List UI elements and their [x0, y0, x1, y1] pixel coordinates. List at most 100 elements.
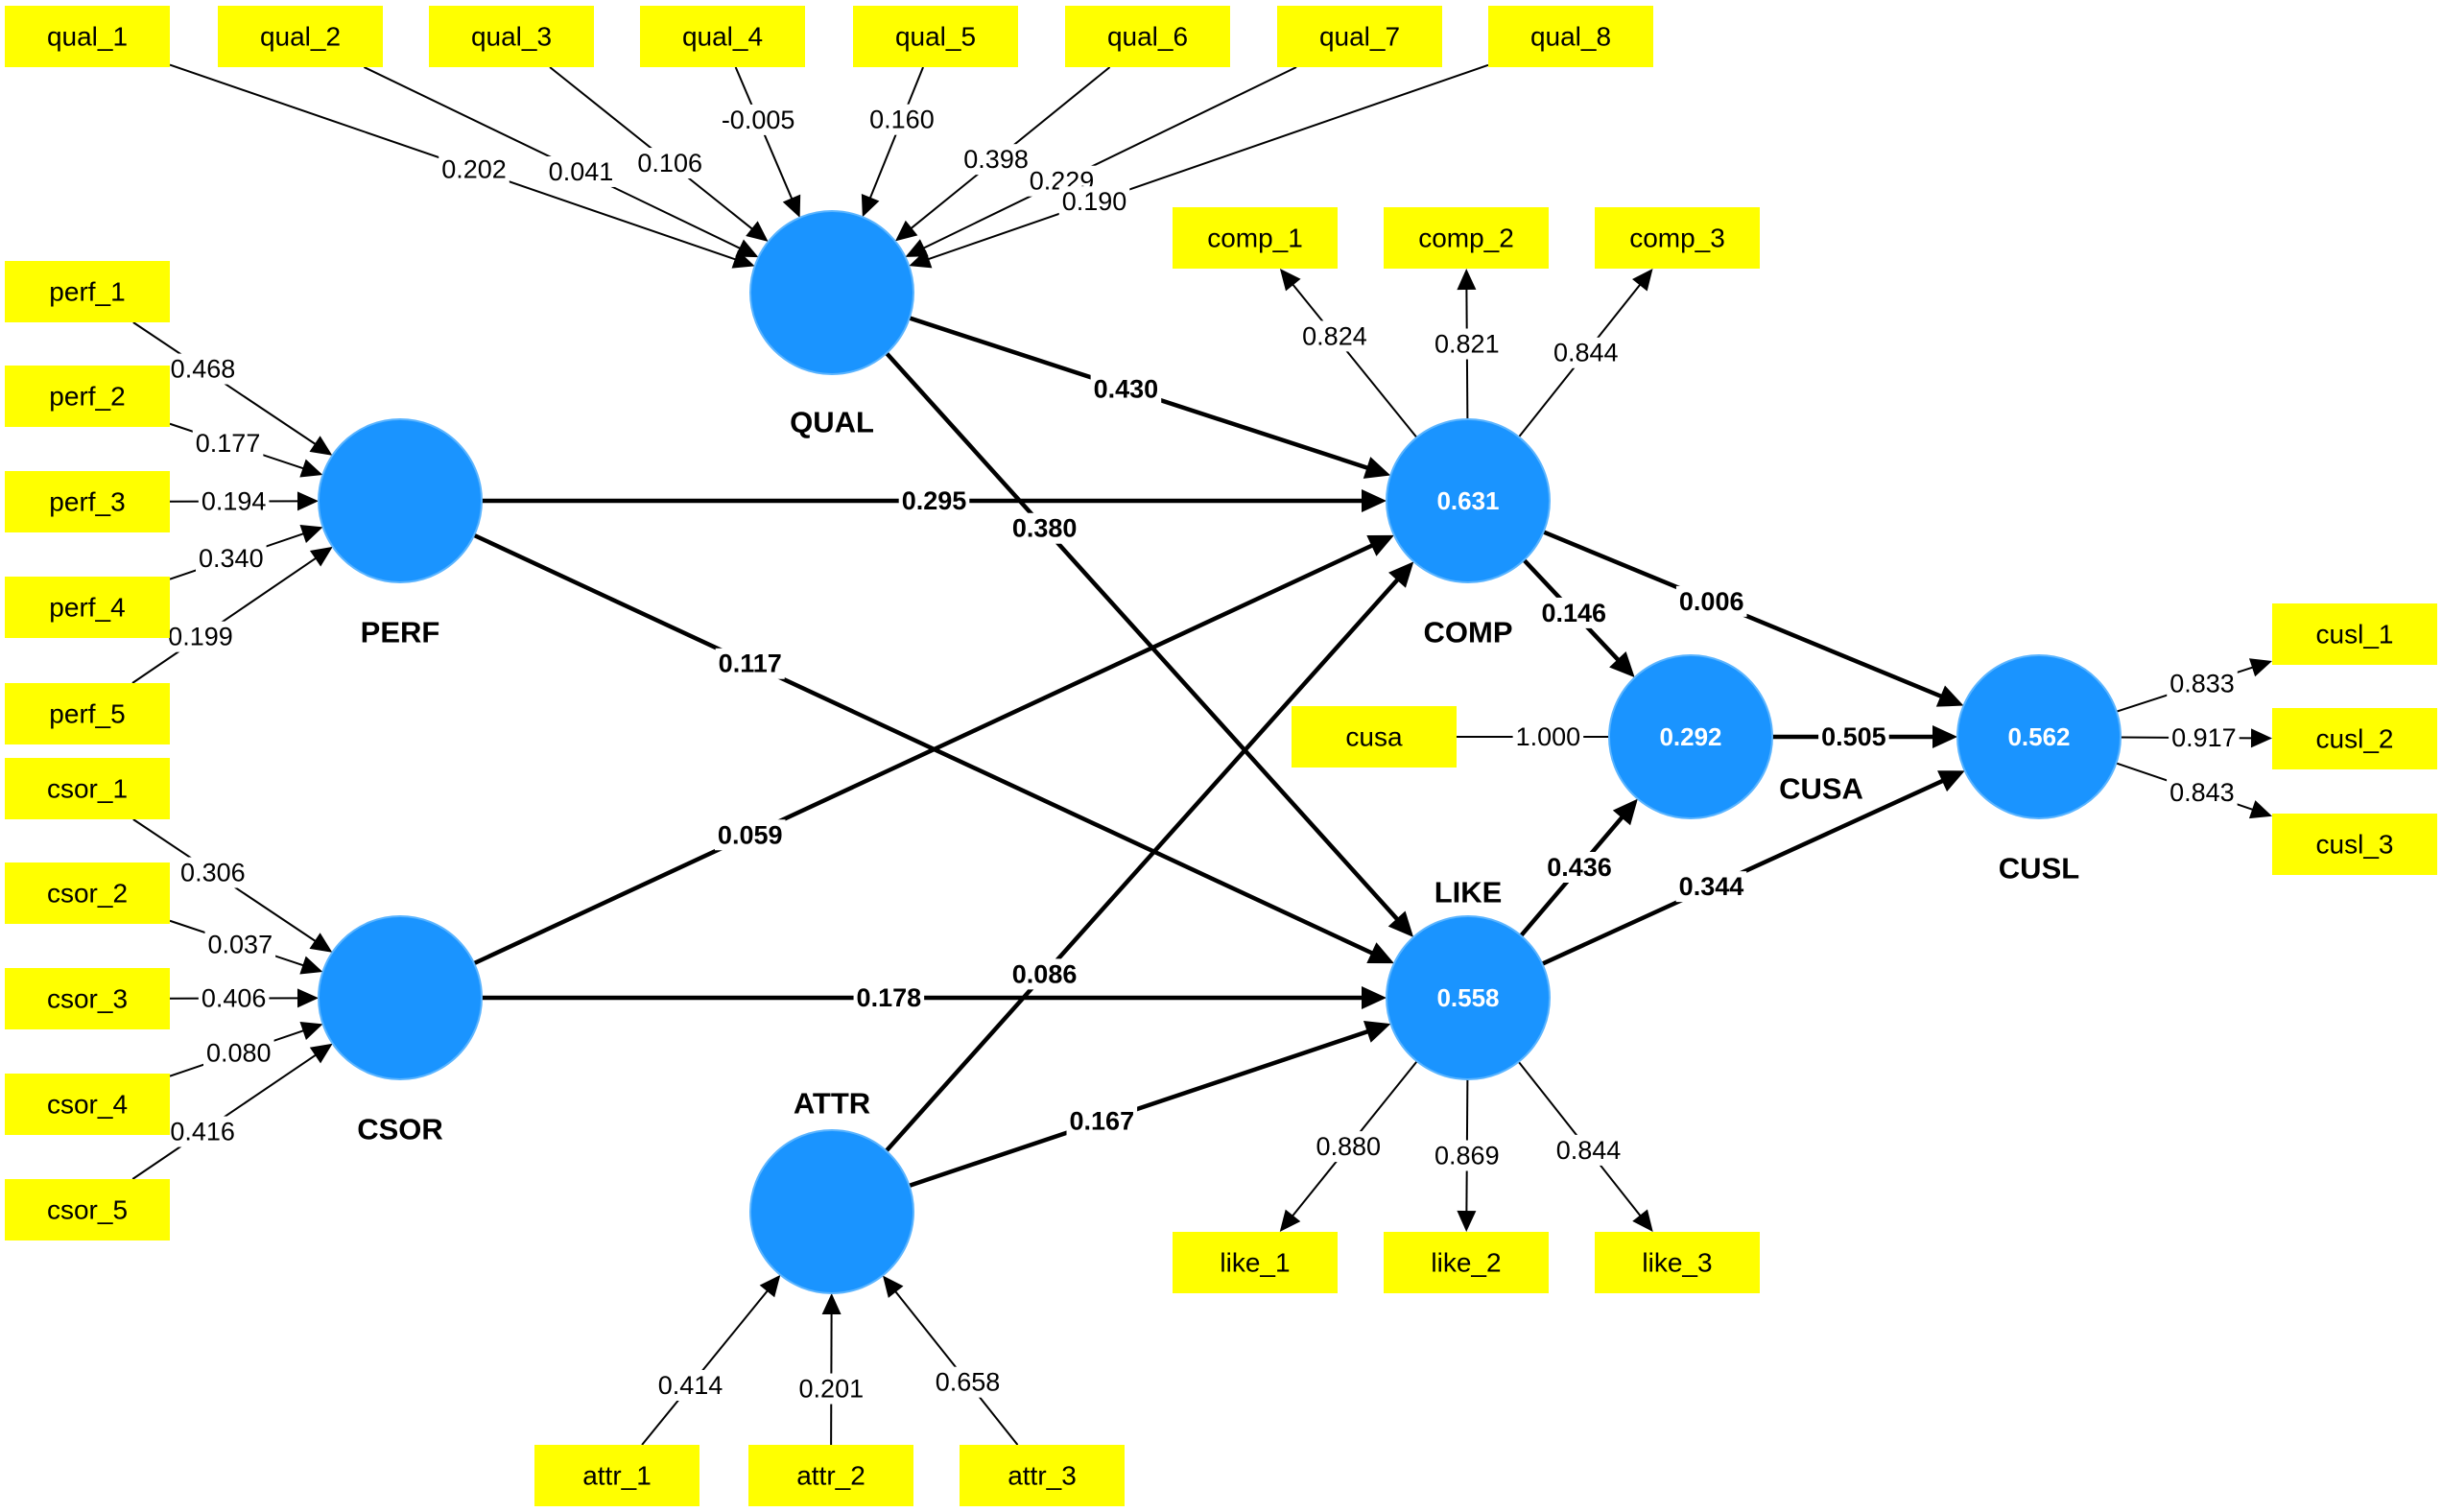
latent-circle	[1956, 654, 2122, 819]
indicator-csor_5[interactable]: csor_5	[5, 1179, 170, 1240]
weight-label-like_1-background	[1313, 1131, 1385, 1163]
weight-label-qual_8-group: 0.190	[1058, 186, 1130, 218]
edge-LIKE-like_1-arrowhead	[1279, 1209, 1301, 1232]
weight-label-like_3-group: 0.844	[1553, 1134, 1624, 1166]
edge-COMP-comp_1-arrowhead	[1279, 269, 1301, 292]
edge-perf_2-PERF-arrowhead	[299, 459, 323, 478]
indicator-box	[960, 1445, 1125, 1506]
indicator-cusl_1[interactable]: cusl_1	[2272, 603, 2437, 665]
latent-qual[interactable]: QUAL	[749, 210, 914, 439]
path-coefficient-PERF-LIKE: 0.117	[719, 650, 782, 678]
indicator-perf_4[interactable]: perf_4	[5, 577, 170, 638]
indicator-csor_2[interactable]: csor_2	[5, 862, 170, 924]
indicator-label: cusl_2	[2316, 724, 2394, 754]
path-coefficient-CSOR-COMP-group: 0.059	[714, 819, 786, 851]
edge-csor_3-CSOR-arrowhead	[296, 988, 320, 1008]
indicator-box	[5, 1074, 170, 1135]
path-coefficient-ATTR-COMP-group: 0.086	[1008, 958, 1080, 990]
path-coefficient-LIKE-CUSA: 0.436	[1547, 853, 1612, 882]
indicator-perf_3[interactable]: perf_3	[5, 471, 170, 532]
indicator-perf_1[interactable]: perf_1	[5, 261, 170, 322]
path-coefficient-PERF-COMP-background	[898, 485, 970, 516]
weight-label-attr_2-group: 0.201	[795, 1373, 867, 1405]
weight-label-csor_5-background	[167, 1116, 238, 1147]
indicator-label: perf_3	[49, 487, 125, 517]
indicator-box	[5, 862, 170, 924]
path-coefficient-CUSA-CUSL-group: 0.505	[1818, 721, 1889, 752]
weight-label-qual_8: 0.190	[1062, 187, 1127, 216]
indicator-cusa[interactable]: cusa	[1292, 706, 1457, 768]
indicator-csor_4[interactable]: csor_4	[5, 1074, 170, 1135]
weight-label-perf_4: 0.340	[199, 544, 264, 573]
edge-perf_5-PERF	[131, 556, 318, 684]
indicator-attr_2[interactable]: attr_2	[748, 1445, 913, 1506]
indicator-qual_1[interactable]: qual_1	[5, 6, 170, 67]
latent-attr[interactable]: ATTR	[749, 1087, 914, 1294]
latent-circle	[318, 418, 483, 583]
indicator-comp_2[interactable]: comp_2	[1384, 207, 1549, 269]
path-COMP-CUSL-arrowhead	[1935, 685, 1964, 707]
nodes-layer: qual_1 qual_2 qual_3 qual_4 qual_5 qual_6 qual…	[5, 6, 2437, 1506]
path-coefficient-QUAL-COMP-background	[1090, 373, 1162, 405]
weight-label-qual_2-group: 0.041	[545, 155, 617, 187]
indicator-perf_5[interactable]: perf_5	[5, 683, 170, 744]
indicator-like_1[interactable]: like_1	[1173, 1232, 1338, 1293]
indicator-qual_6[interactable]: qual_6	[1065, 6, 1230, 67]
weight-label-csor_4-group: 0.080	[203, 1037, 274, 1069]
path-coefficient-ATTR-COMP-background	[1008, 958, 1080, 990]
indicator-comp_1[interactable]: comp_1	[1173, 207, 1338, 269]
indicator-qual_4[interactable]: qual_4	[640, 6, 805, 67]
path-coefficient-COMP-CUSA-group: 0.146	[1538, 597, 1610, 628]
weight-label-csor_3-background	[198, 982, 270, 1014]
path-coefficient-CSOR-LIKE: 0.178	[857, 983, 922, 1012]
path-LIKE-CUSA-arrowhead	[1612, 798, 1638, 826]
indicator-comp_3[interactable]: comp_3	[1595, 207, 1760, 269]
edge-COMP-comp_1	[1291, 282, 1418, 438]
path-coefficient-COMP-CUSL-group: 0.006	[1675, 585, 1747, 617]
latent-name: CSOR	[357, 1113, 443, 1146]
indicator-qual_3[interactable]: qual_3	[429, 6, 594, 67]
indicator-perf_2[interactable]: perf_2	[5, 366, 170, 427]
indicator-qual_5[interactable]: qual_5	[853, 6, 1018, 67]
weight-label-qual_4: -0.005	[722, 106, 795, 134]
indicator-csor_1[interactable]: csor_1	[5, 758, 170, 819]
indicator-label: comp_3	[1629, 224, 1725, 253]
weight-label-cusl_2-background	[2169, 722, 2240, 754]
weight-label-qual_4-background	[718, 104, 798, 135]
weight-label-perf_3-background	[198, 485, 270, 517]
indicator-qual_2[interactable]: qual_2	[218, 6, 383, 67]
indicator-label: attr_2	[796, 1461, 865, 1491]
indicator-csor_3[interactable]: csor_3	[5, 968, 170, 1029]
latent-perf[interactable]: PERF	[318, 418, 483, 650]
indicator-cusl_2[interactable]: cusl_2	[2272, 708, 2437, 769]
indicator-label: comp_1	[1207, 224, 1303, 253]
path-coefficient-ATTR-LIKE-group: 0.167	[1066, 1105, 1138, 1137]
indicator-attr_3[interactable]: attr_3	[960, 1445, 1125, 1506]
edge-perf_1-PERF-arrowhead	[309, 436, 333, 456]
edge-qual_2-QUAL-arrowhead	[735, 239, 759, 258]
indicator-attr_1[interactable]: attr_1	[534, 1445, 699, 1506]
path-coefficient-ATTR-LIKE: 0.167	[1070, 1106, 1135, 1135]
indicator-box	[1595, 1232, 1760, 1293]
path-coefficient-CSOR-LIKE-group: 0.178	[853, 982, 925, 1013]
path-PERF-LIKE-arrowhead	[1366, 942, 1394, 964]
path-coefficient-COMP-CUSA: 0.146	[1541, 599, 1606, 627]
indicator-like_2[interactable]: like_2	[1384, 1232, 1549, 1293]
path-coefficient-LIKE-CUSA-group: 0.436	[1544, 852, 1615, 883]
indicator-qual_8[interactable]: qual_8	[1488, 6, 1653, 67]
indicator-label: qual_6	[1107, 22, 1188, 52]
indicator-like_3[interactable]: like_3	[1595, 1232, 1760, 1293]
weight-label-perf_1-background	[167, 353, 239, 385]
weight-label-like_2: 0.869	[1434, 1141, 1500, 1169]
indicator-cusl_3[interactable]: cusl_3	[2272, 814, 2437, 875]
weight-label-cusl_2: 0.917	[2171, 723, 2237, 752]
indicator-box	[5, 758, 170, 819]
indicator-qual_7[interactable]: qual_7	[1277, 6, 1442, 67]
edge-attr_1-ATTR-arrowhead	[759, 1274, 781, 1298]
latent-csor[interactable]: CSOR	[318, 915, 483, 1146]
indicator-box	[2272, 603, 2437, 665]
